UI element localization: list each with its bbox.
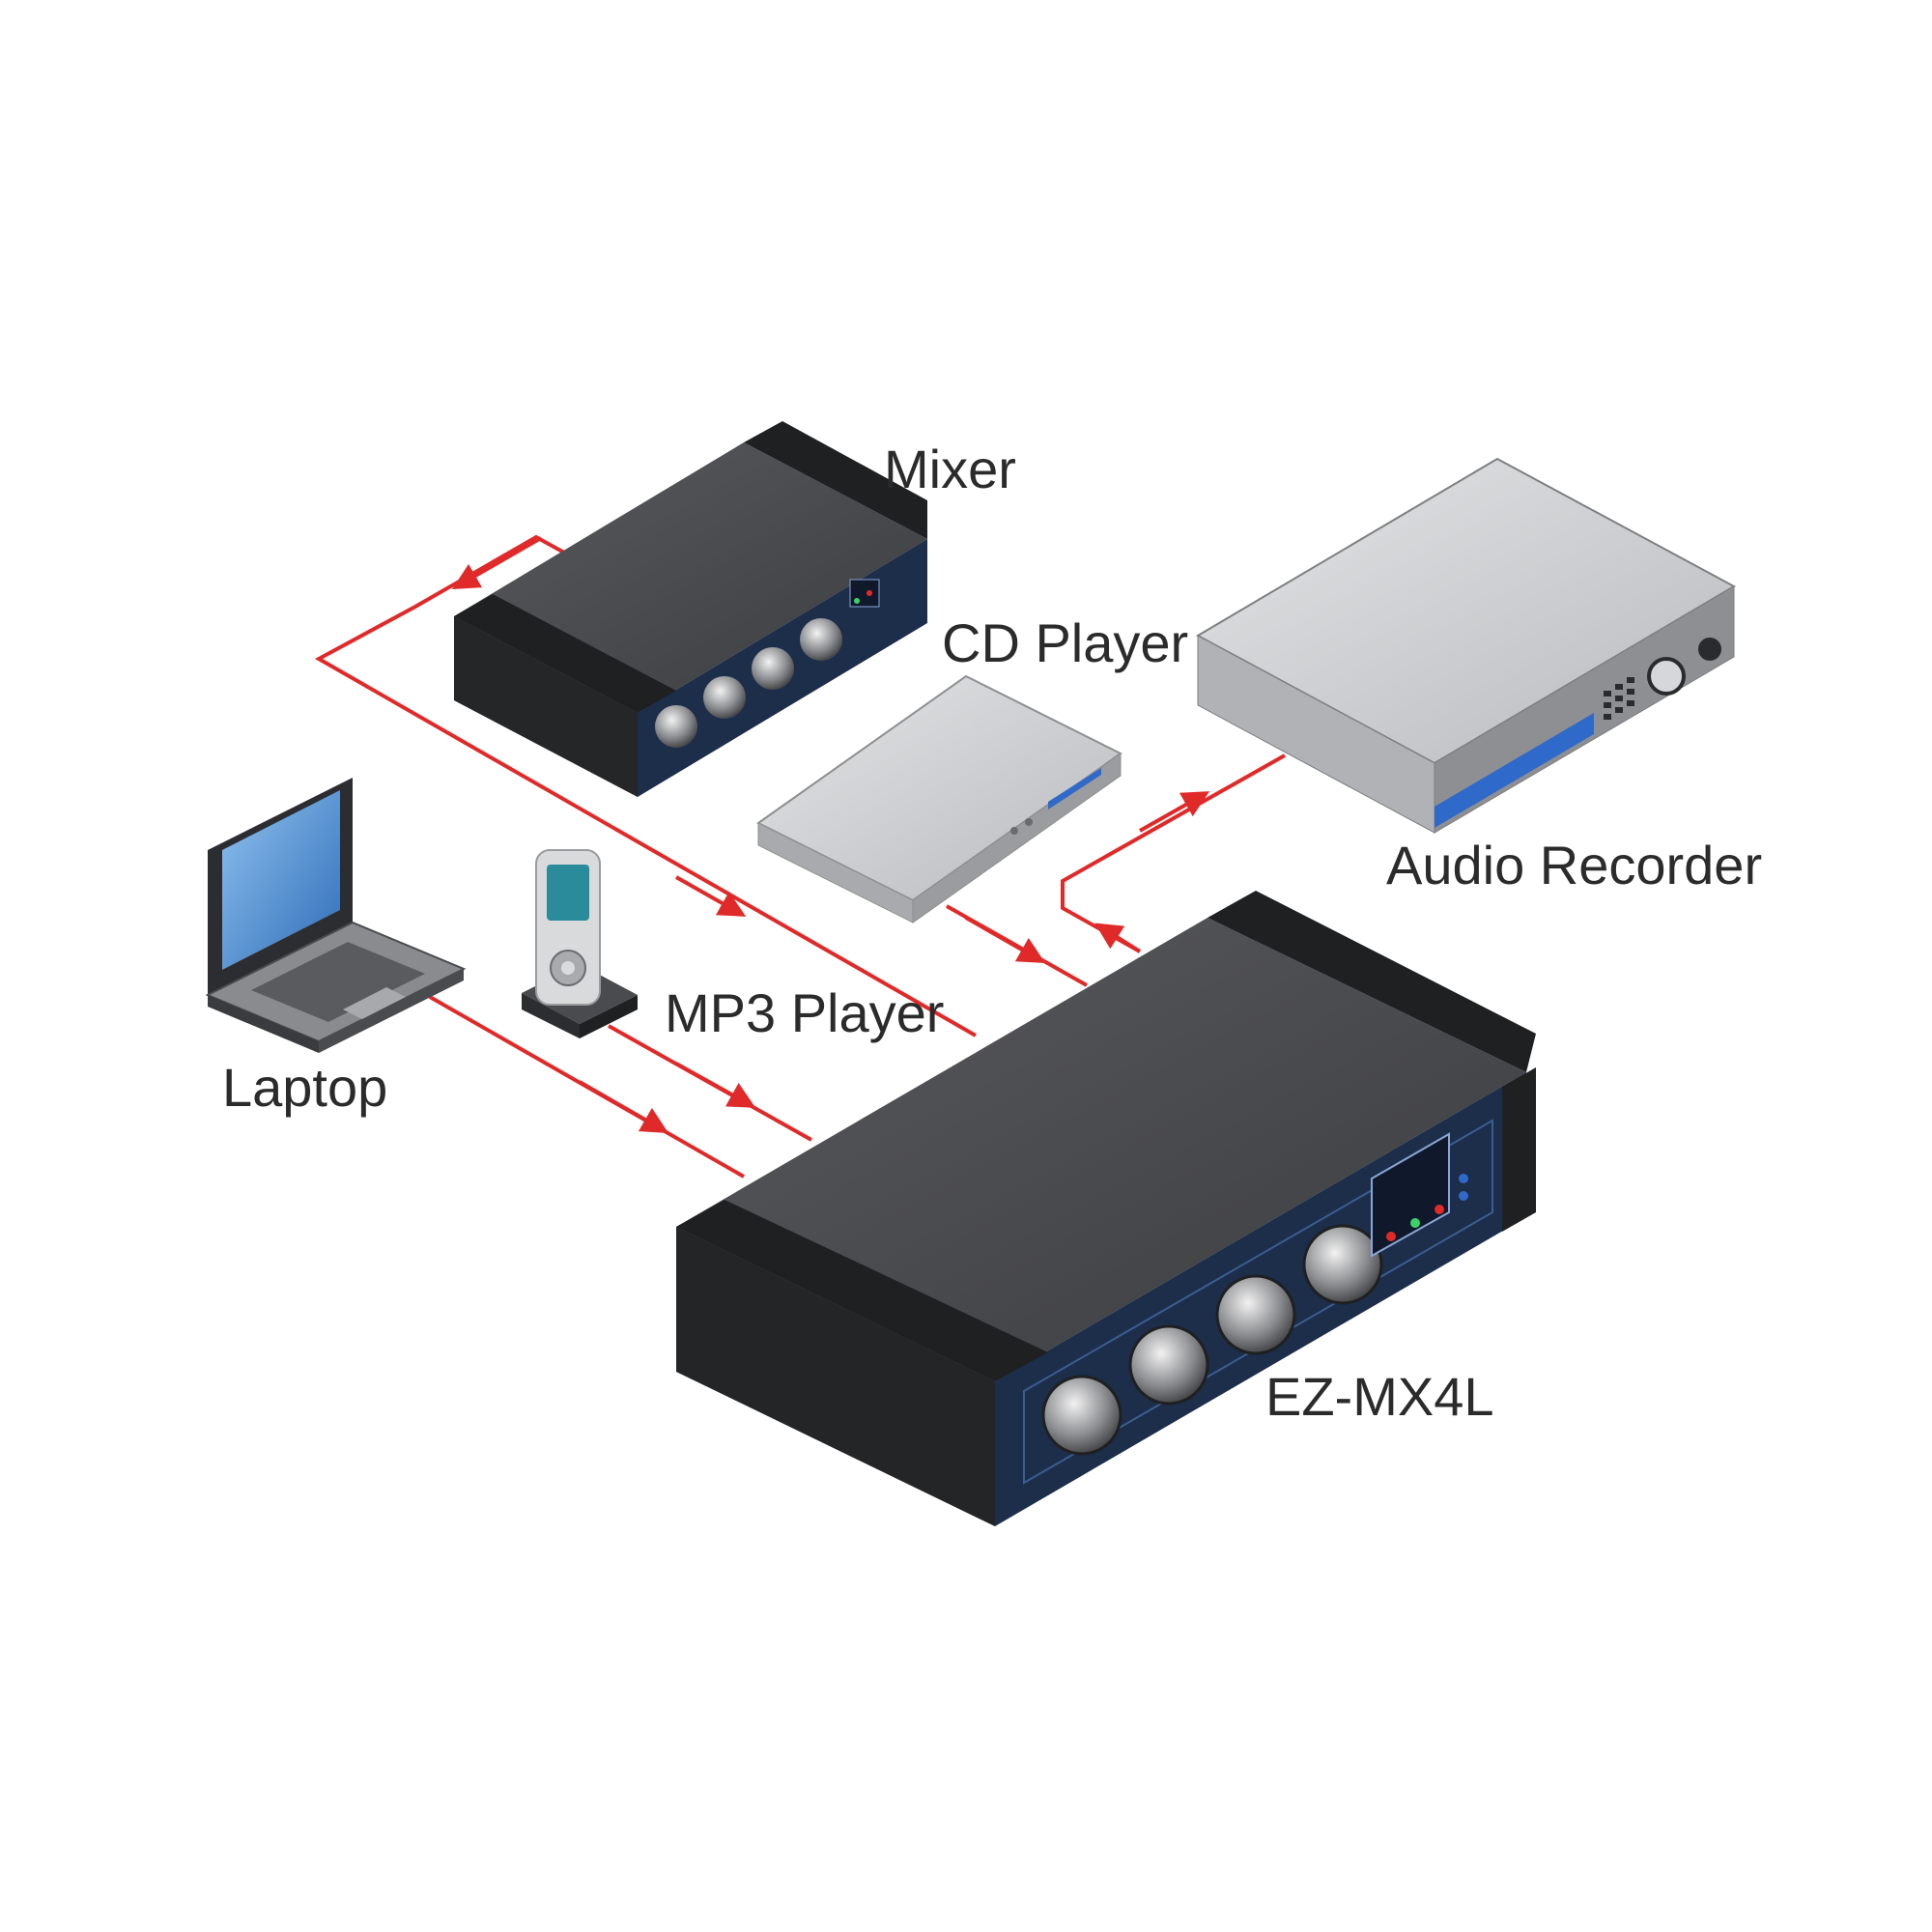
signal-arrow-icon	[314, 534, 977, 1037]
cd-player-icon	[756, 674, 1122, 923]
mp3-player-label: MP3 Player	[665, 982, 944, 1043]
mp3-player-icon	[522, 849, 638, 1038]
audio-recorder-icon	[1195, 457, 1737, 834]
mixer-device-icon	[454, 421, 927, 797]
audio-recorder-label: Audio Recorder	[1386, 835, 1762, 895]
laptop-label: Laptop	[222, 1057, 387, 1118]
mixer-label: Mixer	[884, 439, 1016, 499]
laptop-icon	[205, 778, 467, 1053]
signal-lines	[314, 534, 1286, 1179]
ez-mx4l-unit-icon	[676, 891, 1536, 1526]
ez-mx4l-label: EZ-MX4L	[1265, 1366, 1494, 1427]
cd-player-label: CD Player	[942, 612, 1188, 673]
